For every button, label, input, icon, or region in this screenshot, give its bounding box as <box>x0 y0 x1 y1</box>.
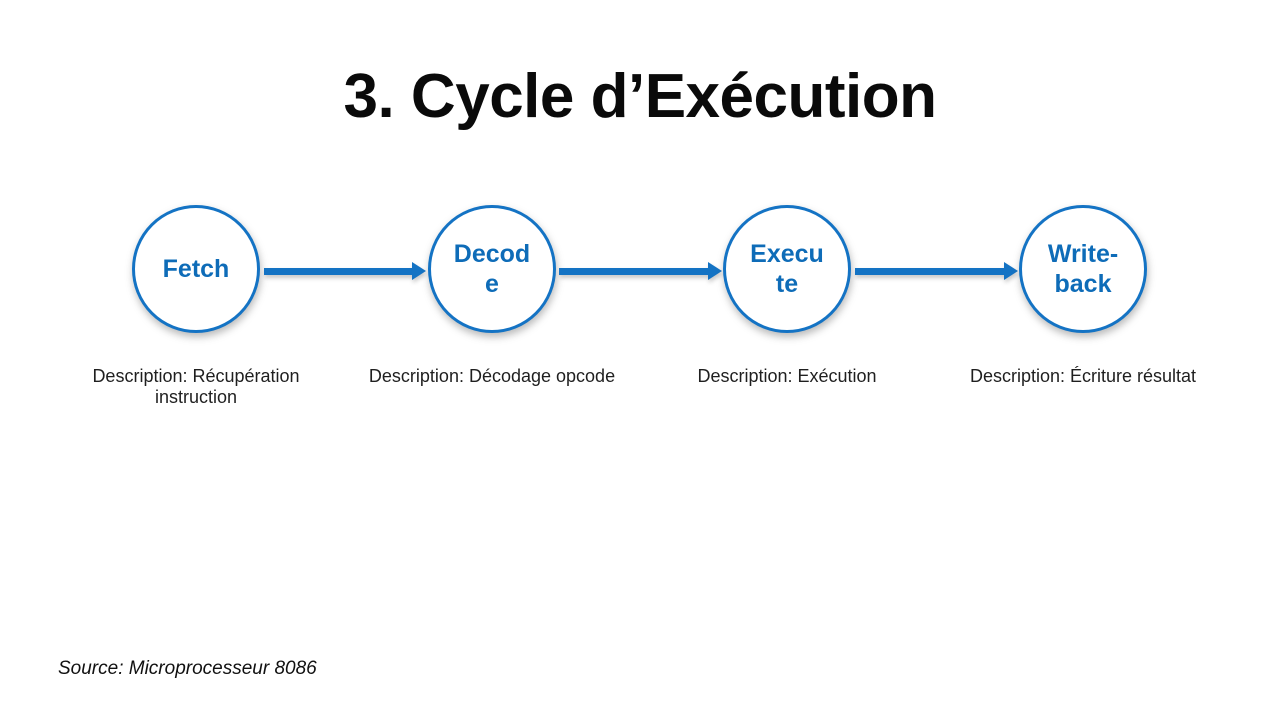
flow-node-write-back[interactable]: Write-back <box>1019 205 1147 333</box>
source-note: Source: Microprocesseur 8086 <box>58 658 317 679</box>
flow-node-caption-execute: Description: Exécution <box>697 366 877 386</box>
flow-node-label: Execute <box>750 240 824 298</box>
flow-arrow-decode-to-execute <box>559 262 722 280</box>
flow-node-caption-decode: Description: Décodage opcode <box>368 366 616 386</box>
flow-node-fetch[interactable]: Fetch <box>132 205 260 333</box>
flow-node-caption-fetch: Description: Récupération instruction <box>92 366 300 407</box>
arrow-shaft <box>559 268 708 275</box>
arrow-head-icon <box>412 262 426 280</box>
arrow-shaft <box>855 268 1004 275</box>
flow-node-label: Write-back <box>1047 240 1119 298</box>
flow-node-caption-write-back: Description: Écriture résultat <box>969 366 1197 386</box>
flow-arrow-fetch-to-decode <box>264 262 426 280</box>
flow-node-execute[interactable]: Execute <box>723 205 851 333</box>
page-title: 3. Cycle d’Exécution <box>343 62 938 131</box>
arrow-head-icon <box>1004 262 1018 280</box>
arrow-head-icon <box>708 262 722 280</box>
flow-node-label: Fetch <box>162 255 230 283</box>
execution-cycle-flow: Fetch Decode Execute Write-back <box>0 205 1280 335</box>
arrow-shaft <box>264 268 412 275</box>
flow-node-label: Decode <box>453 240 531 298</box>
flow-node-decode[interactable]: Decode <box>428 205 556 333</box>
flow-arrow-execute-to-writeback <box>855 262 1018 280</box>
